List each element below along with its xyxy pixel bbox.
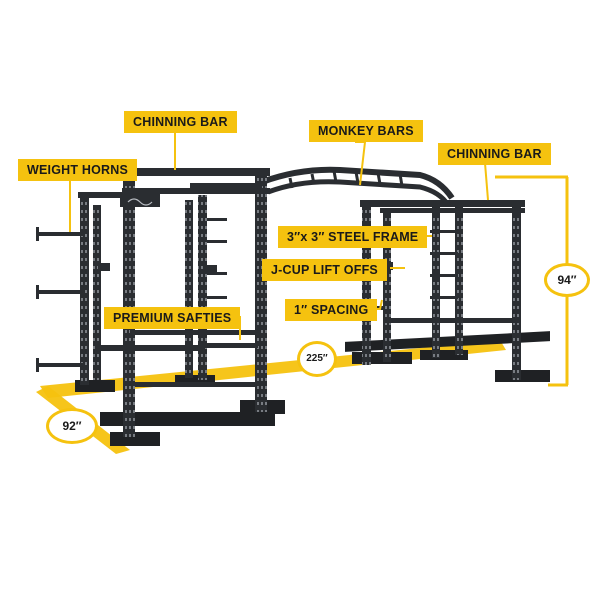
brand-logo-plate	[120, 193, 160, 207]
j-cup-lift-offs-label: J-CUP LIFT OFFS	[262, 259, 387, 281]
steel-frame-label: 3″x 3″ STEEL FRAME	[278, 226, 428, 248]
height-dimension-badge: 94″	[544, 263, 590, 297]
monkey-bars-frame	[260, 166, 455, 207]
front-rack-section	[75, 168, 285, 446]
depth-dimension-badge: 92″	[46, 408, 98, 444]
weight-horns-label: WEIGHT HORNS	[18, 159, 138, 181]
chinning-bar-left-label: CHINNING BAR	[124, 111, 237, 133]
monkey-bars-label: MONKEY BARS	[309, 120, 423, 142]
length-dimension-badge: 225″	[297, 341, 337, 377]
weight-horns	[36, 227, 83, 372]
spacing-label: 1″ SPACING	[285, 299, 378, 321]
chinning-bar-right-label: CHINNING BAR	[438, 143, 551, 165]
premium-safties-label: PREMIUM SAFTIES	[104, 307, 241, 329]
